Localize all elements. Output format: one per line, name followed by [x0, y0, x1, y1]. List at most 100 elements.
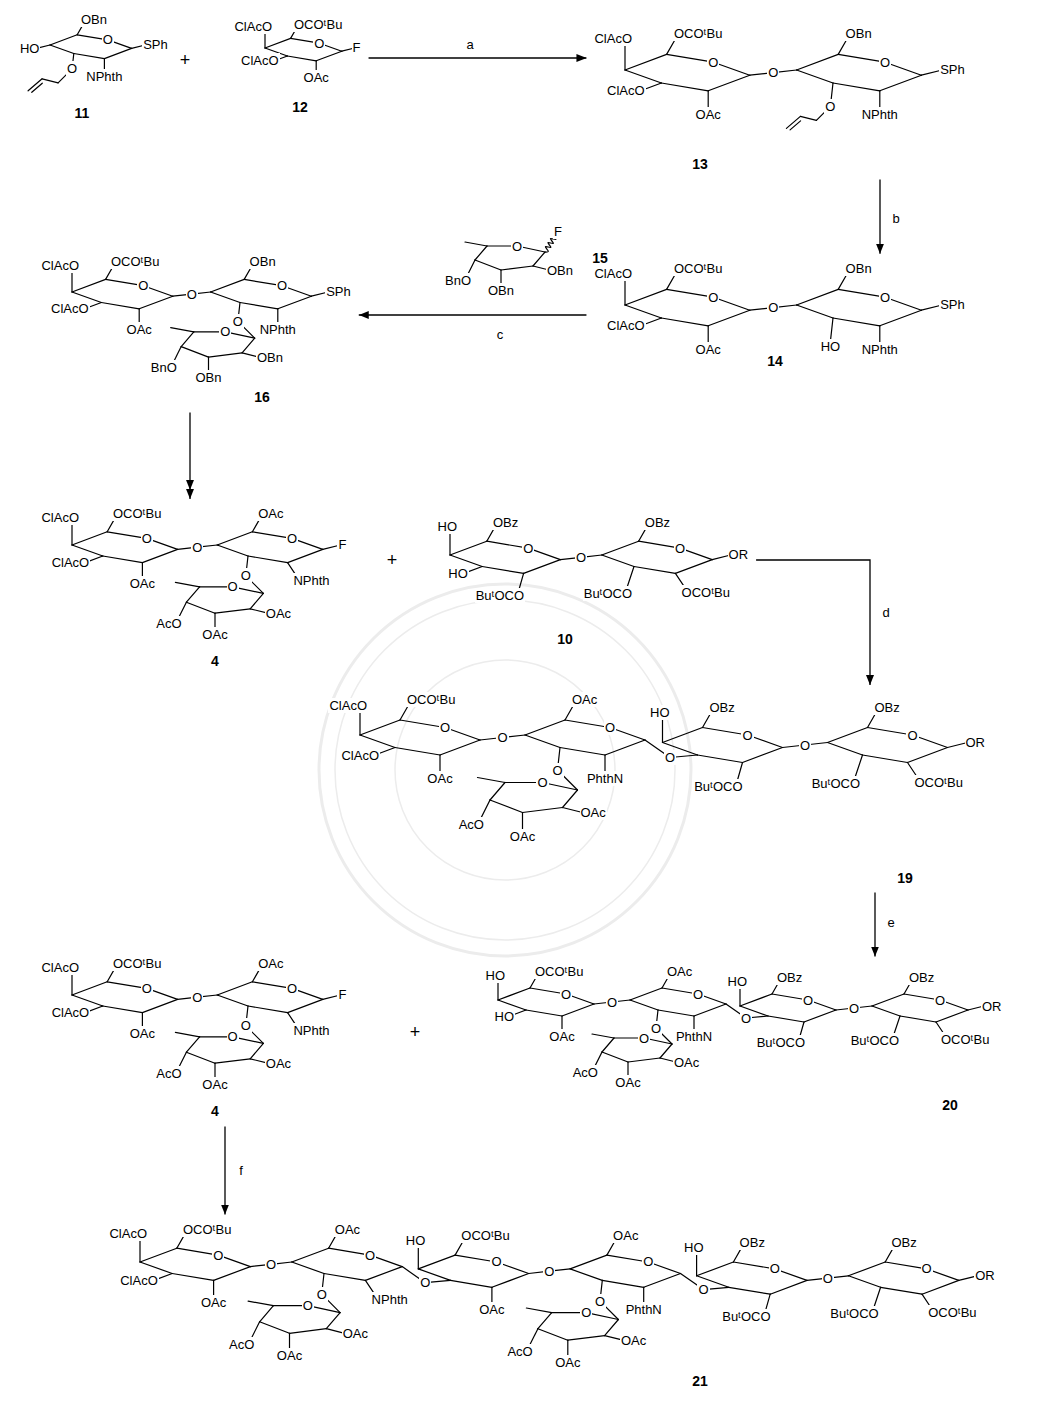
bond-line	[900, 1016, 936, 1022]
bond-line	[103, 1006, 143, 1013]
reaction-arrow	[756, 560, 870, 685]
atom-label: HO	[405, 1233, 427, 1248]
atom-label: F	[553, 224, 563, 239]
atom-label: F	[352, 40, 362, 55]
bond-line	[439, 755, 440, 773]
bond-line	[175, 582, 199, 586]
atom-label: O	[767, 300, 779, 315]
atom-label: OAc	[129, 1026, 156, 1041]
atom-label: O	[848, 1001, 860, 1016]
compound-structure: OBzHOHOOBuᵗOCOOOBzOORBuᵗOCOOCOᵗBu10	[434, 512, 753, 651]
atom-label: O	[769, 1261, 781, 1276]
bond-line	[490, 783, 505, 801]
bond-line	[217, 545, 248, 556]
atom-label: BuᵗOCO	[583, 586, 633, 601]
bond-line	[248, 556, 288, 563]
reaction-arrow	[369, 57, 587, 58]
bond-line	[694, 1004, 726, 1016]
atom-label: O	[934, 993, 946, 1008]
seal-rings	[319, 584, 691, 956]
atom-label: OAc	[554, 1355, 581, 1370]
bond-line	[215, 1059, 250, 1063]
bond-line	[326, 1313, 340, 1329]
atom-label: ClAcO	[606, 318, 646, 333]
bond-line	[922, 1280, 959, 1294]
bond-line	[522, 813, 523, 831]
atom-label: O	[604, 720, 616, 735]
atom-label: O	[212, 1248, 224, 1263]
bond-line	[644, 1274, 681, 1288]
atom-label: HO	[437, 519, 459, 534]
bond-line	[563, 790, 578, 808]
bond-line	[828, 743, 863, 756]
bond-line	[874, 1287, 881, 1308]
bond-line	[139, 296, 173, 309]
atom-label: AcO	[572, 1065, 599, 1080]
atom-label: OBn	[845, 261, 873, 276]
atom-label: OBz	[644, 515, 671, 530]
bond-line	[739, 986, 740, 1006]
bond-line	[696, 1253, 697, 1276]
bond-line	[602, 555, 634, 567]
atom-label: OBz	[908, 970, 935, 985]
atom-label: OCOᵗBu	[110, 254, 160, 269]
bond-line	[450, 541, 487, 555]
bond-line	[624, 279, 625, 305]
bond-line	[72, 982, 107, 995]
atom-label: ClAcO	[240, 53, 280, 68]
atom-label: O	[594, 1294, 606, 1309]
atom-label: OAc	[695, 107, 722, 122]
bond-line	[879, 326, 880, 344]
bond-line	[490, 800, 523, 813]
atom-label: OCOᵗBu	[112, 506, 162, 521]
bond-line	[418, 1255, 455, 1269]
bond-line	[449, 532, 450, 555]
reaction-arrow	[874, 893, 875, 957]
bond-line	[360, 720, 400, 735]
bond-line	[625, 70, 661, 83]
bond-line	[451, 1280, 492, 1287]
bond-line	[42, 79, 58, 83]
bond-line	[142, 999, 177, 1012]
atom-label: BuᵗOCO	[850, 1033, 900, 1048]
atom-label: ClAcO	[328, 698, 368, 713]
bond-line	[658, 1010, 694, 1016]
atom-label: O	[650, 1021, 662, 1036]
compound-structure: OCOᵗBuClAcOClAcOOOAcOOAcOFONPhthOOAcOAcA…	[37, 953, 350, 1123]
atom-label: OBn	[249, 254, 277, 269]
bond-line	[501, 266, 533, 270]
bond-line	[181, 347, 208, 358]
atom-label: SPh	[939, 62, 966, 77]
atom-label: O	[664, 750, 676, 765]
bond-line	[71, 523, 72, 545]
atom-label: F	[337, 987, 347, 1002]
bond-line	[32, 83, 43, 92]
bond-line	[324, 1274, 365, 1281]
atom-label: O	[802, 993, 814, 1008]
atom-label: AcO	[458, 817, 485, 832]
bond-line	[492, 1274, 529, 1288]
atom-label: O	[313, 36, 325, 51]
bond-line	[211, 279, 245, 292]
bond-line	[604, 755, 605, 773]
bond-line	[797, 305, 833, 318]
atom-label: O	[240, 1018, 252, 1033]
bond-line	[533, 252, 545, 266]
atom-label: OBn	[845, 26, 873, 41]
atom-label: OCOᵗBu	[681, 585, 731, 600]
bond-line	[292, 1262, 324, 1274]
compound-number: 16	[253, 390, 271, 405]
atom-label: O	[767, 65, 779, 80]
bond-line	[743, 748, 783, 763]
atom-label: OBz	[776, 970, 803, 985]
atom-label: HO	[19, 41, 41, 56]
bond-line	[186, 602, 215, 613]
atom-label: HO	[447, 566, 469, 581]
bond-line	[770, 1280, 807, 1294]
bond-line	[248, 1006, 288, 1013]
atom-label: OAc	[201, 627, 228, 642]
atom-label: O	[606, 995, 618, 1010]
bond-line	[171, 328, 194, 332]
bond-line	[359, 710, 360, 735]
bond-line	[475, 260, 501, 270]
